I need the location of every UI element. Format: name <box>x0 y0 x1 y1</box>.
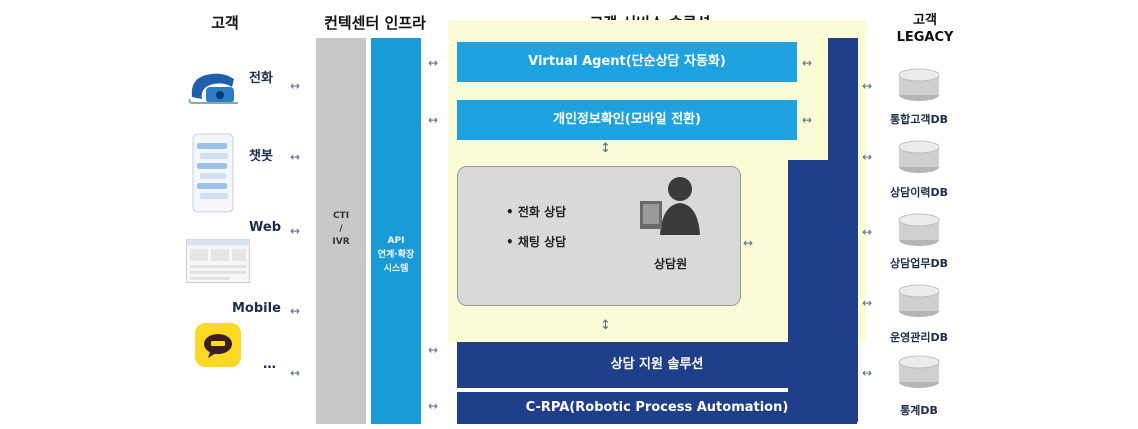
channel-arrow-chatbot: ↔ <box>290 150 300 164</box>
channel-label-mobile: Mobile <box>232 301 281 316</box>
db-arrow-3: ↔ <box>862 225 872 239</box>
database-icon <box>897 284 941 318</box>
support-solution-bar: 상담 지원 솔루션 <box>457 342 857 388</box>
infra-arrow-4: ↔ <box>428 399 438 413</box>
channel-arrow-web: ↔ <box>290 224 300 238</box>
vertical-arrow-top: ↕ <box>600 141 611 156</box>
counselor-icon <box>636 173 710 241</box>
cti-ivr-column: CTI / IVR <box>316 38 366 424</box>
crpa-bar: C-RPA(Robotic Process Automation) <box>457 392 857 424</box>
channel-arrow-mobile: ↔ <box>290 304 300 318</box>
channel-label-more: … <box>263 357 276 372</box>
phone-icon <box>186 67 242 107</box>
privacy-bar: 개인정보확인(모바일 전환) <box>457 100 797 140</box>
channel-label-chatbot: 챗봇 <box>249 149 273 164</box>
infra-arrow-3: ↔ <box>428 343 438 357</box>
infra-header: 컨텍센터 인프라 <box>324 14 426 32</box>
vertical-arrow-bottom: ↕ <box>600 318 611 333</box>
database-icon <box>897 355 941 389</box>
db-label-work: 상담업무DB <box>890 257 948 270</box>
database-icon <box>897 68 941 102</box>
db-label-ops: 운영관리DB <box>890 331 948 344</box>
infra-arrow-1: ↔ <box>428 56 438 70</box>
solution-arrow-va: ↔ <box>802 56 812 70</box>
channel-arrow-phone: ↔ <box>290 79 300 93</box>
ivr-label: IVR <box>332 237 350 247</box>
api-label-line1: API <box>387 236 405 246</box>
api-label: API 연계·확장 시스템 <box>371 234 421 276</box>
api-label-line2: 연계·확장 <box>377 250 415 260</box>
cti-ivr-label: CTI / IVR <box>316 210 366 249</box>
counsel-item-chat: • 채팅 상담 <box>506 235 567 249</box>
channel-label-web: Web <box>249 220 281 235</box>
mobile-icon <box>194 322 242 368</box>
api-column: API 연계·확장 시스템 <box>371 38 421 424</box>
db-label-integrated: 통합고객DB <box>890 113 948 126</box>
legacy-header-line1: 고객 <box>913 13 937 28</box>
db-label-stats: 통계DB <box>900 404 938 417</box>
channel-label-phone: 전화 <box>249 71 273 86</box>
db-arrow-5: ↔ <box>862 366 872 380</box>
chatbot-icon <box>192 133 234 213</box>
legacy-header-line2: LEGACY <box>896 30 954 45</box>
counselor-label: 상담원 <box>654 257 688 271</box>
customer-header: 고객 <box>211 14 239 32</box>
solution-arrow-privacy: ↔ <box>802 113 812 127</box>
cti-label: CTI <box>332 211 350 221</box>
infra-arrow-2: ↔ <box>428 113 438 127</box>
db-arrow-1: ↔ <box>862 79 872 93</box>
counselor-arrow: ↔ <box>743 236 753 250</box>
api-label-line3: 시스템 <box>383 264 409 274</box>
counselor-panel: • 전화 상담 • 채팅 상담 상담원 <box>457 166 741 306</box>
database-icon <box>897 213 941 247</box>
legacy-header: 고객 LEGACY <box>880 12 970 46</box>
db-arrow-2: ↔ <box>862 150 872 164</box>
web-icon <box>186 239 250 283</box>
channel-arrow-more: ↔ <box>290 366 300 380</box>
cti-slash: / <box>339 224 343 234</box>
database-icon <box>897 140 941 174</box>
virtual-agent-bar: Virtual Agent(단순상담 자동화) <box>457 42 797 82</box>
db-arrow-4: ↔ <box>862 296 872 310</box>
counsel-item-phone: • 전화 상담 <box>506 205 567 219</box>
db-label-history: 상담이력DB <box>890 186 948 199</box>
